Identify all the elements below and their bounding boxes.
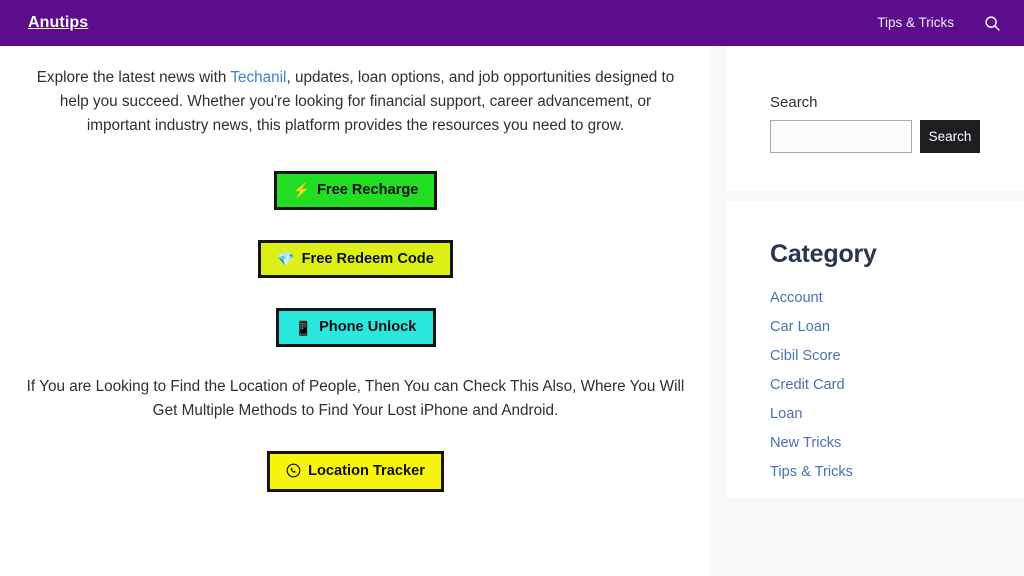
category-link-car-loan[interactable]: Car Loan: [770, 318, 831, 335]
sidebar: Search Search Category Account Car Loan: [711, 46, 1024, 576]
lightning-bolt-icon: ⚡: [292, 182, 311, 199]
location-tracker-button[interactable]: Location Tracker: [267, 450, 444, 492]
free-recharge-row: ⚡ Free Recharge: [18, 171, 693, 210]
main-content: Explore the latest news with Techanil, u…: [0, 46, 711, 576]
spacer: [18, 423, 693, 451]
site-header: Anutips Tips & Tricks: [0, 0, 1024, 46]
mobile-phone-icon: 📱: [294, 319, 313, 336]
search-widget-title: Search: [770, 94, 818, 111]
gem-icon: 💎: [277, 250, 295, 267]
whatsapp-icon-glyph: [286, 463, 301, 478]
list-item: Account: [770, 289, 980, 308]
free-recharge-button[interactable]: ⚡ Free Recharge: [273, 171, 438, 210]
nav-item-tips-and-tricks[interactable]: Tips & Tricks: [877, 15, 954, 31]
category-list: Account Car Loan Cibil Score Credit Card…: [770, 289, 980, 482]
category-link-new-tricks[interactable]: New Tricks: [770, 434, 842, 451]
phone-unlock-row: 📱 Phone Unlock: [18, 308, 693, 347]
location-tracker-row: Location Tracker: [18, 450, 693, 492]
site-brand-logo[interactable]: Anutips: [28, 14, 89, 31]
category-link-account[interactable]: Account: [770, 289, 823, 306]
spacer: [18, 278, 693, 308]
search-icon-glyph: [984, 15, 1000, 31]
location-tracker-label: Location Tracker: [308, 463, 425, 480]
intro-paragraph: Explore the latest news with Techanil, u…: [18, 66, 693, 138]
list-item: Car Loan: [770, 318, 980, 337]
spacer: [18, 347, 693, 375]
search-icon[interactable]: [982, 13, 1002, 33]
category-widget: Category Account Car Loan Cibil Score Cr…: [726, 202, 1024, 498]
category-link-tips-and-tricks[interactable]: Tips & Tricks: [770, 463, 853, 480]
free-redeem-code-label: Free Redeem Code: [301, 250, 434, 267]
list-item: New Tricks: [770, 434, 980, 453]
phone-unlock-button[interactable]: 📱 Phone Unlock: [275, 308, 436, 347]
free-redeem-code-row: 💎 Free Redeem Code: [18, 239, 693, 279]
category-widget-title: Category: [770, 240, 877, 268]
category-link-credit-card[interactable]: Credit Card: [770, 376, 845, 393]
free-recharge-label: Free Recharge: [317, 182, 419, 199]
search-submit-button[interactable]: Search: [920, 120, 980, 153]
spacer: [18, 210, 693, 240]
category-link-cibil-score[interactable]: Cibil Score: [770, 347, 841, 364]
spacer: [18, 138, 693, 171]
page-layout: Explore the latest news with Techanil, u…: [0, 46, 1024, 576]
list-item: Credit Card: [770, 376, 980, 395]
header-nav: Tips & Tricks: [877, 13, 1002, 33]
list-item: Tips & Tricks: [770, 463, 980, 482]
phone-unlock-label: Phone Unlock: [319, 319, 417, 336]
intro-text-after: , updates, loan options, and job opportu…: [59, 69, 675, 135]
category-link-loan[interactable]: Loan: [770, 405, 803, 422]
search-input[interactable]: [770, 120, 912, 153]
spacer: [726, 190, 1024, 202]
search-form: Search: [770, 120, 980, 153]
location-paragraph: If You are Looking to Find the Location …: [26, 377, 685, 419]
techanil-link[interactable]: Techanil: [230, 69, 287, 86]
list-item: Loan: [770, 405, 980, 424]
intro-text-before: Explore the latest news with: [36, 69, 231, 86]
whatsapp-icon: [286, 463, 301, 480]
free-redeem-code-button[interactable]: 💎 Free Redeem Code: [258, 239, 453, 279]
search-widget: Search Search: [726, 46, 1024, 190]
list-item: Cibil Score: [770, 347, 980, 366]
